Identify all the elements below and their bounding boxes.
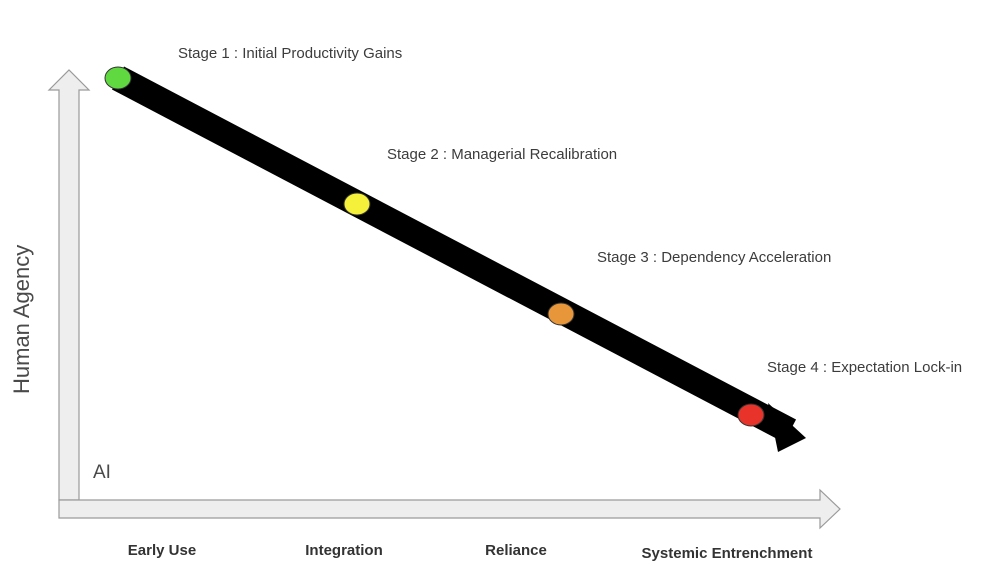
stage-4-label: Stage 4 : Expectation Lock-in bbox=[767, 359, 962, 376]
stage-2-marker bbox=[343, 192, 371, 216]
y-axis-arrow bbox=[47, 69, 91, 501]
stage-1-marker bbox=[104, 66, 132, 90]
x-category-reliance: Reliance bbox=[485, 542, 547, 559]
stage-2-label: Stage 2 : Managerial Recalibration bbox=[387, 146, 617, 163]
stage-1-label: Stage 1 : Initial Productivity Gains bbox=[178, 45, 402, 62]
x-category-early-use: Early Use bbox=[128, 542, 196, 559]
x-axis-arrow bbox=[58, 488, 841, 530]
stage-4-marker bbox=[737, 403, 765, 427]
x-category-systemic-entrenchment: Systemic Entrenchment bbox=[642, 545, 813, 562]
stage-3-marker bbox=[547, 302, 575, 326]
y-axis-label: Human Agency bbox=[9, 245, 34, 394]
trend-arrowhead bbox=[768, 403, 806, 452]
origin-label: AI bbox=[93, 462, 111, 483]
x-category-integration: Integration bbox=[305, 542, 383, 559]
stage-3-label: Stage 3 : Dependency Acceleration bbox=[597, 249, 831, 266]
trend-line bbox=[111, 66, 797, 443]
